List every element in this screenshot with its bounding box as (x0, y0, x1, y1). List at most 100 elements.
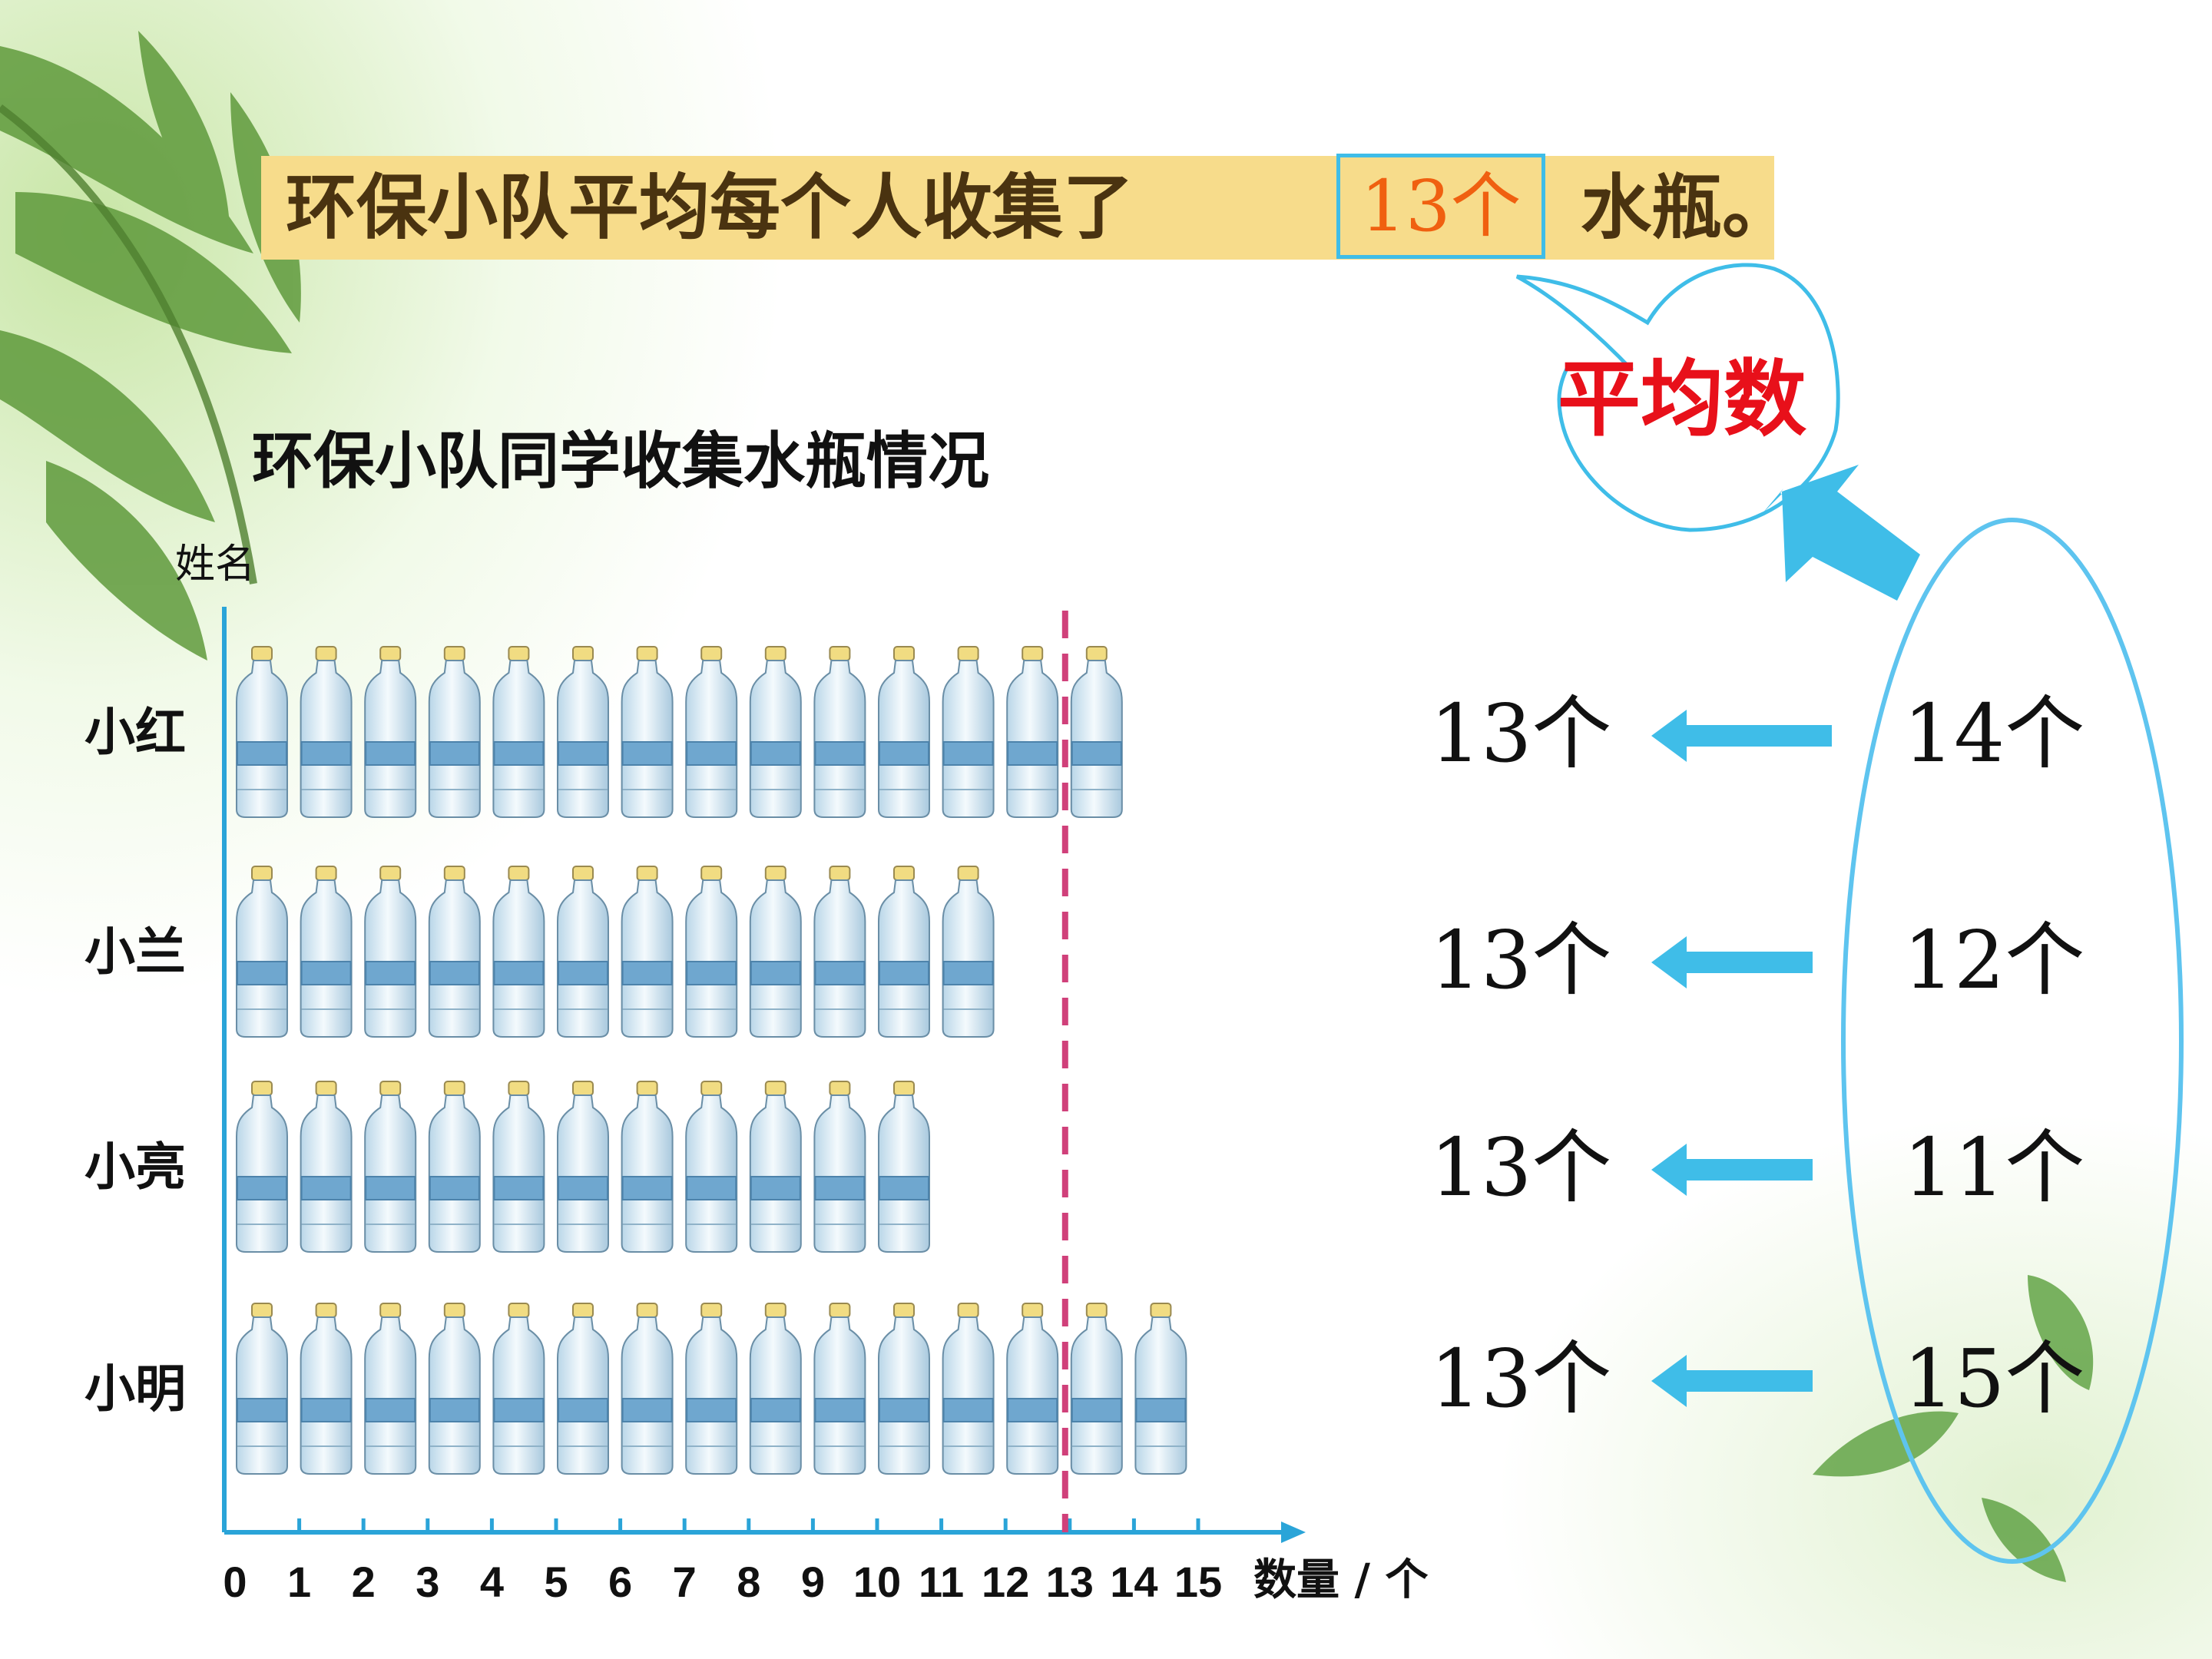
bottle-icon (236, 646, 288, 818)
bottle-icon (813, 646, 866, 818)
averaged-value: 13个 (1430, 687, 1612, 780)
pointer-arrow-body (1763, 488, 1897, 591)
bottle-label (686, 1176, 737, 1200)
bottle-body (364, 660, 417, 818)
bottle-icon (364, 646, 417, 818)
bottle-icon (300, 1081, 353, 1253)
x-tick-label: 12 (982, 1558, 1030, 1606)
shift-arrow-head (1651, 1144, 1687, 1196)
x-tick-label: 15 (1174, 1558, 1223, 1606)
conclusion-banner (261, 156, 1774, 260)
bottle-icon (942, 1303, 995, 1475)
bottle-body (428, 1316, 481, 1475)
x-tick-label: 8 (737, 1558, 761, 1606)
bottle-icon (236, 1081, 288, 1253)
bottle-icon (749, 1303, 802, 1475)
bottle-body (492, 1094, 545, 1253)
bottle-icon (621, 866, 674, 1038)
bottle-body (942, 660, 995, 818)
bottle-body (1006, 1316, 1059, 1475)
chart-title: 环保小队同学收集水瓶情况 (252, 425, 989, 497)
bottle-label (942, 741, 994, 766)
bottle-label (558, 961, 608, 985)
bottle-label (300, 1398, 352, 1422)
bottle-label (237, 741, 287, 766)
bar-row (236, 646, 1123, 818)
bottle-icon (1006, 1303, 1059, 1475)
bottle-label (1135, 1398, 1187, 1422)
bottle-body (236, 1094, 288, 1253)
bottle-label (750, 1176, 801, 1200)
category-label: 小红 (84, 702, 186, 762)
bottle-label (237, 1398, 287, 1422)
bottle-icon (428, 1081, 481, 1253)
bottle-body (557, 1094, 609, 1253)
bottle-label (300, 1176, 352, 1200)
bottle-icon (621, 1081, 674, 1253)
shift-arrow-shaft (1678, 952, 1813, 973)
bottle-body (878, 660, 930, 818)
bottle-body (878, 1094, 930, 1253)
bottle-body (557, 1316, 609, 1475)
bottle-body (942, 879, 995, 1038)
bottle-icon (685, 1303, 738, 1475)
x-tick-label: 11 (918, 1558, 965, 1606)
x-tick-label: 1 (287, 1558, 312, 1606)
x-tick-label: 7 (672, 1558, 697, 1606)
bottle-body (621, 879, 674, 1038)
bottle-label (429, 961, 480, 985)
bottle-body (557, 660, 609, 818)
bottle-body (300, 1316, 353, 1475)
bottle-label (558, 1398, 608, 1422)
bottle-label (493, 961, 545, 985)
bottle-body (428, 879, 481, 1038)
bottle-icon (492, 646, 545, 818)
bottle-icon (1070, 1303, 1123, 1475)
x-tick-label: 13 (1045, 1558, 1094, 1606)
bottle-label (493, 1176, 545, 1200)
bottle-label (1007, 741, 1058, 766)
x-tick-label: 2 (351, 1558, 376, 1606)
bottle-icon (300, 646, 353, 818)
bottle-body (621, 1094, 674, 1253)
bottle-body (300, 660, 353, 818)
x-tick-label: 6 (608, 1558, 633, 1606)
bottle-label (879, 741, 929, 766)
bottle-icon (364, 1303, 417, 1475)
bottle-label (686, 1398, 737, 1422)
category-label: 小兰 (84, 922, 186, 982)
bar-row (236, 1303, 1187, 1475)
x-tick-label: 9 (800, 1558, 825, 1606)
x-tick-label: 14 (1110, 1558, 1158, 1606)
bottle-body (364, 1094, 417, 1253)
bottle-icon (492, 1081, 545, 1253)
bottle-icon (813, 1303, 866, 1475)
bottle-icon (878, 646, 930, 818)
bottle-icon (1134, 1303, 1187, 1475)
bottle-icon (1006, 646, 1059, 818)
bottle-body (685, 1316, 738, 1475)
bottle-label (750, 741, 801, 766)
bottle-body (1070, 660, 1123, 818)
bottle-label (1071, 1398, 1122, 1422)
bottle-label (558, 1176, 608, 1200)
bottle-body (942, 1316, 995, 1475)
bottle-icon (428, 866, 481, 1038)
category-label: 小亮 (84, 1137, 186, 1197)
bottle-label (621, 1398, 673, 1422)
bottle-icon (557, 646, 609, 818)
shift-arrow-shaft (1678, 1159, 1813, 1181)
bottle-label (750, 961, 801, 985)
bottle-body (621, 1316, 674, 1475)
bottle-icon (621, 1303, 674, 1475)
bottle-label (365, 741, 416, 766)
bottle-body (1070, 1316, 1123, 1475)
bottle-label (429, 1398, 480, 1422)
bottle-label (237, 961, 287, 985)
bottle-icon (364, 866, 417, 1038)
averaged-value: 13个 (1430, 913, 1612, 1007)
bottle-body (813, 660, 866, 818)
